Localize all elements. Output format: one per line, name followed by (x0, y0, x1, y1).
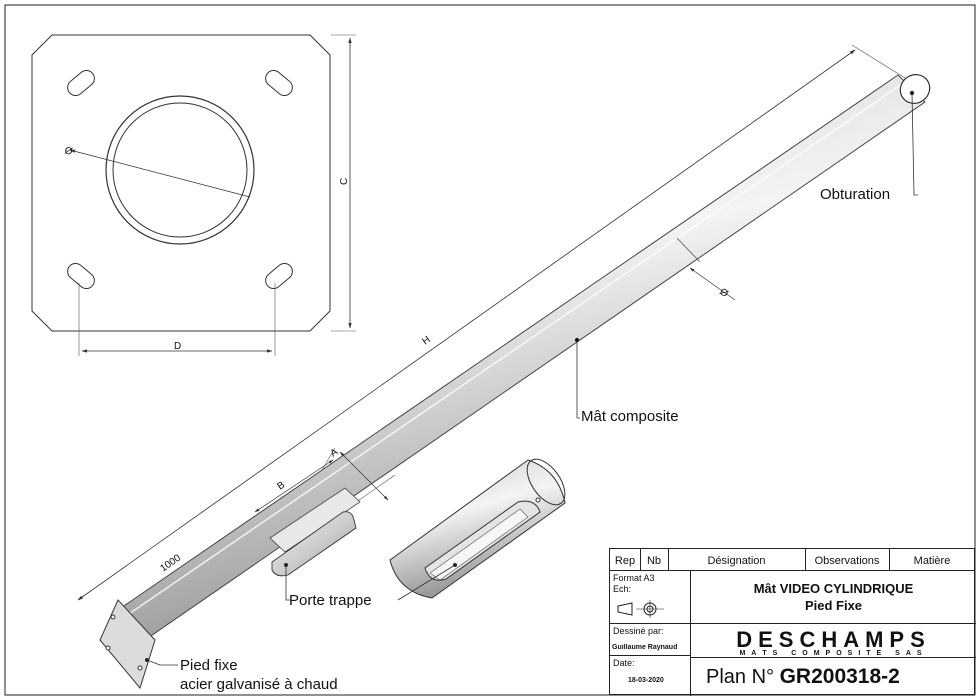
format-label: Format A3 (613, 573, 655, 583)
door-panel (271, 511, 357, 577)
header-observations: Observations (814, 555, 880, 567)
date-value: 18-03-2020 (628, 677, 664, 684)
callout-pied-fixe: Pied fixe acier galvanisé à chaud (180, 656, 338, 694)
callout-pied-fixe-line1: Pied fixe (180, 657, 238, 674)
plan-prefix: Plan N° (706, 666, 775, 688)
dim-label-c: C (339, 178, 350, 185)
title-line-2: Pied Fixe (804, 598, 863, 613)
pole-top-cap (899, 74, 931, 104)
callout-porte-trappe: Porte trappe (289, 592, 372, 609)
diameter-label-plate: Ø (63, 145, 74, 158)
callout-mat-composite: Mât composite (581, 408, 679, 425)
dessine-value: Guillaume Raynaud (612, 644, 678, 651)
ech-label: Ech: (613, 584, 632, 594)
header-matiere: Matière (913, 555, 951, 567)
brand-name: DESCHAMPS (736, 627, 931, 652)
dim-label-b: B (275, 479, 287, 492)
door-opening (269, 487, 361, 553)
dim-label-h: H (420, 334, 432, 347)
title-block: Rep Nb Désignation Observations Matière … (609, 548, 976, 696)
door-detail-view (389, 458, 566, 599)
header-nb: Nb (646, 555, 662, 567)
leader-lines (146, 90, 918, 666)
plan-number-row: Plan N° GR200318-2 (706, 665, 900, 689)
dessine-label: Dessiné par: (613, 626, 664, 636)
title-line-1: Mât VIDEO CYLINDRIQUE (753, 581, 914, 596)
header-designation: Désignation (707, 555, 766, 567)
plan-number: GR200318-2 (779, 665, 900, 688)
callout-obturation: Obturation (820, 186, 891, 203)
projection-symbol-icon (617, 600, 664, 618)
dim-label-a: A (328, 446, 340, 459)
sheet-frame (4, 4, 976, 696)
callout-pied-fixe-line2: acier galvanisé à chaud (180, 676, 338, 693)
brand-subtitle: MÂTS COMPOSITE SAS (739, 650, 928, 657)
detail-pipe-section (389, 459, 566, 599)
header-rep: Rep (614, 555, 636, 567)
date-label: Date: (613, 658, 635, 668)
dim-label-d: D (174, 341, 181, 352)
base-plate-view: Ø C D (31, 34, 356, 356)
